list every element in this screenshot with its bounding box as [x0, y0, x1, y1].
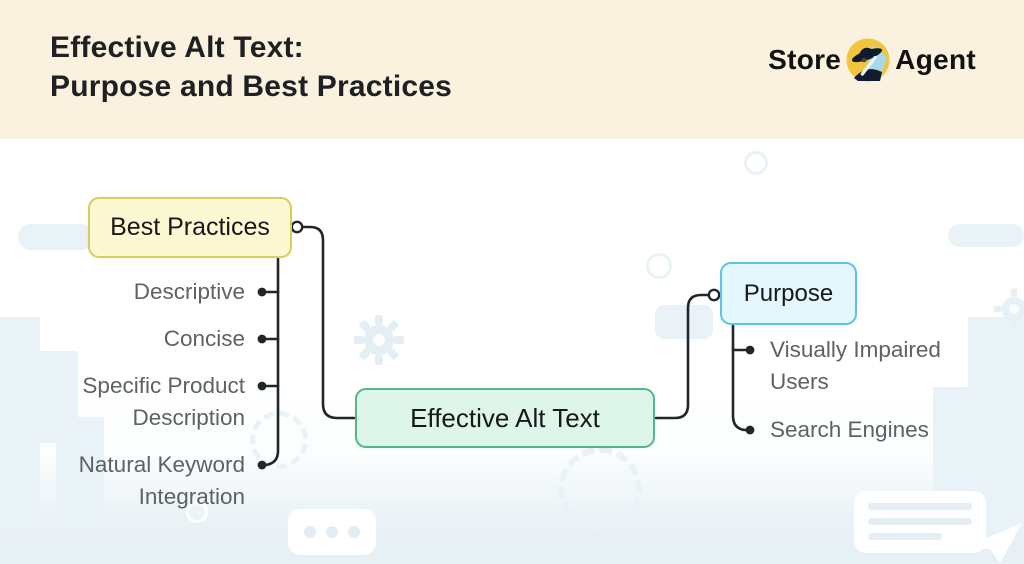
- node-best-practices: Best Practices: [88, 197, 292, 258]
- page-title-line1: Effective Alt Text:: [50, 31, 304, 64]
- background-building-shape: [933, 387, 968, 502]
- background-chat-bubble-icon: [655, 305, 713, 339]
- background-building-shape: [0, 317, 40, 527]
- page-title-line2: Purpose and Best Practices: [50, 70, 453, 103]
- page-title: Effective Alt Text: Purpose and Best Pra…: [50, 28, 452, 106]
- branch-child-label: Concise: [163, 326, 245, 351]
- node-effective-alt-text: Effective Alt Text: [355, 388, 655, 448]
- background-circle-icon: [186, 501, 208, 523]
- branch-child-label: Descriptive: [133, 279, 245, 304]
- background-chat-bubble-icon: [288, 509, 376, 555]
- spy-agent-icon: [844, 36, 892, 84]
- background-card-icon: [854, 491, 986, 553]
- anchor-purpose: [707, 288, 721, 302]
- logo-text-store: Store: [768, 44, 842, 75]
- background-gear-icon: [354, 315, 404, 365]
- edge-right-trunk: [731, 324, 749, 432]
- node-purpose: Purpose: [720, 262, 857, 325]
- background-paper-plane-icon: [964, 523, 1022, 563]
- mindmap-canvas: Best Practices Effective Alt Text Purpos…: [0, 139, 1024, 564]
- background-cloud-icon: [948, 224, 1024, 247]
- store-agent-logo: Store Agent: [768, 36, 976, 84]
- header-banner: Effective Alt Text: Purpose and Best Pra…: [0, 0, 1024, 139]
- background-dashed-ring-icon: [558, 447, 642, 531]
- background-circle-icon: [744, 151, 768, 175]
- branch-child-label: Specific Product Description: [82, 373, 245, 430]
- background-building-shape: [56, 417, 104, 527]
- anchor-best-practices: [290, 220, 304, 234]
- branch-child-label: Natural Keyword Integration: [78, 452, 245, 509]
- background-gear-icon: [993, 288, 1024, 330]
- edge-bestpractices-root: [300, 225, 356, 420]
- branch-child-label: Search Engines: [770, 417, 929, 442]
- background-dashed-ring-icon: [250, 411, 308, 469]
- background-circle-icon: [646, 253, 672, 279]
- background-cloud-icon: [18, 224, 94, 250]
- branch-child-label: Visually Impaired Users: [770, 337, 941, 394]
- logo-text-agent: Agent: [895, 44, 976, 75]
